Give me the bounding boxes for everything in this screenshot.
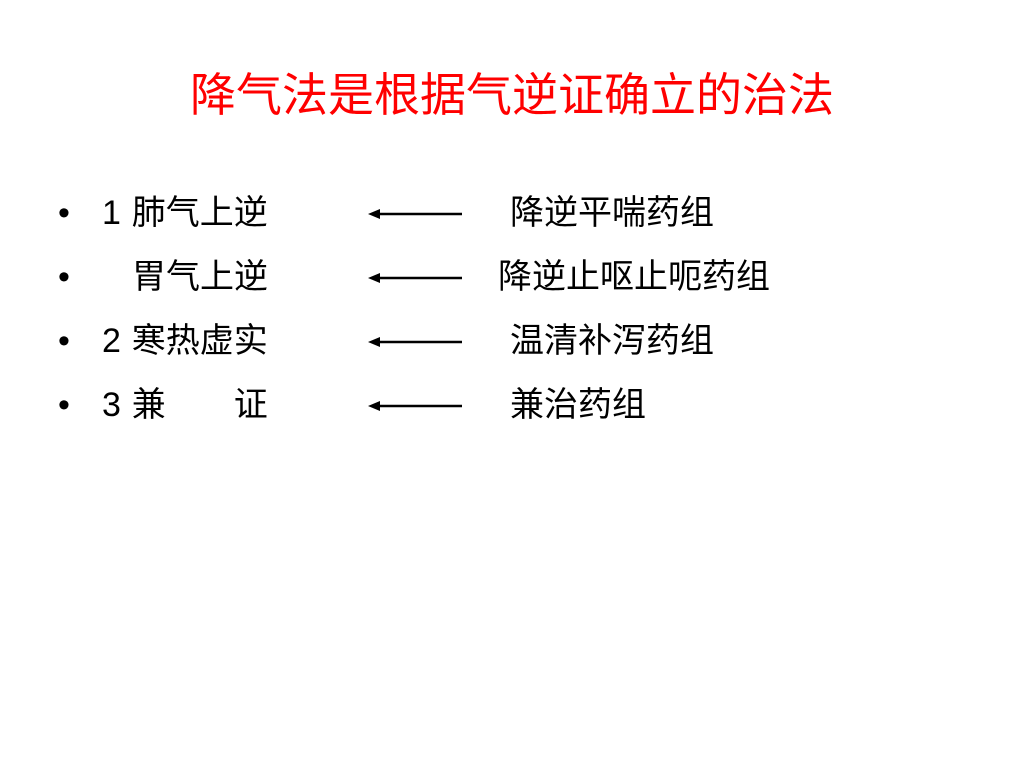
condition-text: 2 寒热虚实 (102, 316, 268, 366)
condition-text: 1 肺气上逆 (102, 188, 268, 238)
bullet-row: • 1 肺气上逆 降逆平喘药组 (0, 188, 1024, 252)
bullet-marker: • (58, 386, 70, 424)
bullet-list: • 1 肺气上逆 降逆平喘药组 • 胃气上逆 降逆止呕止呃药组 • 2 寒热虚实 (0, 188, 1024, 444)
bullet-marker: • (58, 322, 70, 360)
row-number: 1 (102, 194, 121, 232)
left-arrow-icon (368, 273, 462, 283)
left-arrow-icon (368, 209, 462, 219)
condition-label: 寒热虚实 (131, 321, 268, 361)
condition-label: 肺气上逆 (131, 193, 268, 233)
condition-label: 兼 证 (131, 385, 268, 425)
condition-text: 3 兼 证 (102, 380, 268, 430)
condition-text: 胃气上逆 (132, 252, 268, 302)
treatment-label: 降逆平喘药组 (510, 193, 714, 233)
left-arrow-icon (368, 401, 462, 411)
treatment-label: 兼治药组 (510, 385, 646, 425)
condition-label: 胃气上逆 (132, 257, 268, 297)
row-number: 2 (102, 322, 121, 360)
bullet-row: • 2 寒热虚实 温清补泻药组 (0, 316, 1024, 380)
slide-title: 降气法是根据气逆证确立的治法 (190, 68, 834, 122)
bullet-marker: • (58, 194, 70, 232)
row-number: 3 (102, 386, 121, 424)
bullet-row: • 3 兼 证 兼治药组 (0, 380, 1024, 444)
treatment-label: 降逆止呕止呃药组 (498, 257, 770, 297)
bullet-marker: • (58, 258, 70, 296)
left-arrow-icon (368, 337, 462, 347)
bullet-row: • 胃气上逆 降逆止呕止呃药组 (0, 252, 1024, 316)
treatment-label: 温清补泻药组 (510, 321, 714, 361)
